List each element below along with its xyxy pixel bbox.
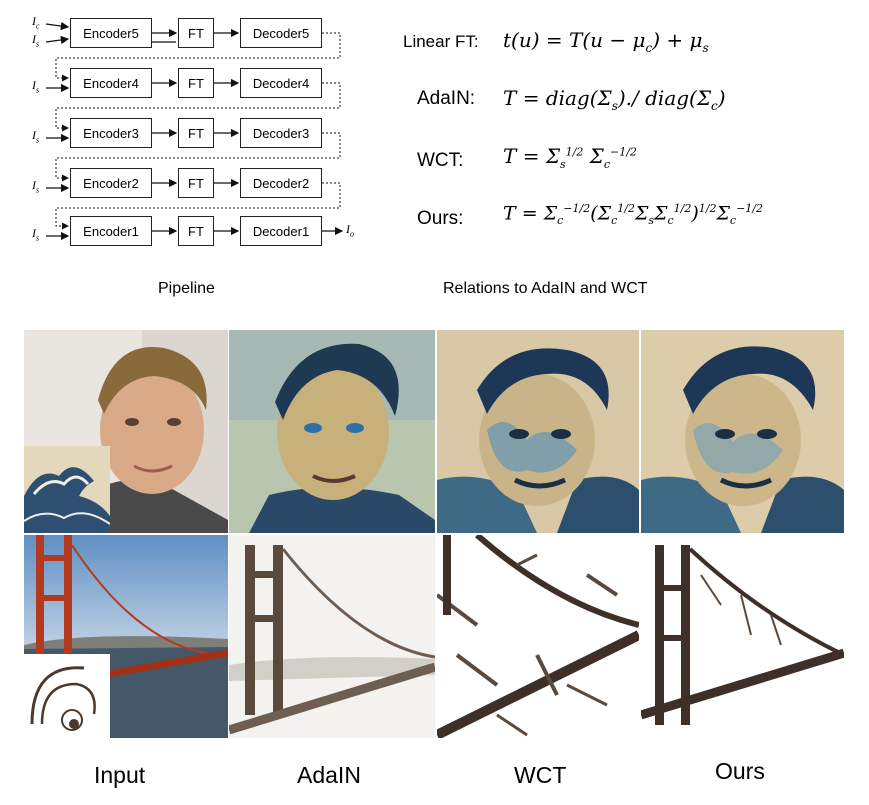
style-input-label: Is <box>32 226 40 243</box>
wct-portrait-result <box>437 330 639 533</box>
input-bridge-image <box>24 535 228 738</box>
encoder2-box: Encoder2 <box>70 168 152 198</box>
equations-panel: Linear FT: t(u) = T(u − μc) + μs AdaIN: … <box>395 18 865 268</box>
encoder5-box: Encoder5 <box>70 18 152 48</box>
ft5-box: FT <box>178 18 214 48</box>
col-label-wct: WCT <box>514 762 567 788</box>
linear-ft-label: Linear FT: <box>403 32 479 51</box>
ours-bridge-result <box>641 535 844 738</box>
decoder1-box: Decoder1 <box>240 216 322 246</box>
wct-bridge-result <box>437 535 639 738</box>
style-input-label: Is <box>32 32 40 49</box>
ours-label: Ours: <box>417 208 464 229</box>
encoder3-box: Encoder3 <box>70 118 152 148</box>
style-spiral-thumbnail <box>24 654 110 738</box>
content-input-label: Ic <box>32 14 40 31</box>
ours-equation: T = Σc−1/2(Σc1/2ΣsΣc1/2)1/2Σc−1/2 <box>503 202 763 228</box>
decoder4-box: Decoder4 <box>240 68 322 98</box>
ft1-box: FT <box>178 216 214 246</box>
pipeline-caption: Pipeline <box>158 280 215 297</box>
decoder5-box: Decoder5 <box>240 18 322 48</box>
output-label: Io <box>346 222 354 239</box>
adain-portrait-result <box>229 330 435 533</box>
pipeline-connectors <box>45 21 344 241</box>
ft3-box: FT <box>178 118 214 148</box>
encoder4-box: Encoder4 <box>70 68 152 98</box>
adain-equation: T = diag(Σs)./ diag(Σc) <box>503 86 726 113</box>
adain-bridge-result <box>229 535 435 738</box>
wct-label: WCT: <box>417 150 464 171</box>
col-label-ours: Ours <box>715 758 765 784</box>
ft4-box: FT <box>178 68 214 98</box>
ft2-box: FT <box>178 168 214 198</box>
decoder2-box: Decoder2 <box>240 168 322 198</box>
wct-equation: T = Σs1/2 Σc−1/2 <box>503 144 637 171</box>
ours-portrait-result <box>641 330 844 533</box>
linear-ft-equation: t(u) = T(u − μc) + μs <box>503 28 709 55</box>
adain-label: AdaIN: <box>417 88 476 109</box>
relations-caption: Relations to AdaIN and WCT <box>443 280 648 297</box>
col-label-input: Input <box>94 762 146 788</box>
pipeline-diagram: Ic Is Is Is Is Is Io Encoder5 FT Decoder… <box>0 0 380 260</box>
style-input-label: Is <box>32 128 40 145</box>
style-input-label: Is <box>32 178 40 195</box>
col-label-adain: AdaIN <box>297 762 361 788</box>
style-wave-thumbnail <box>24 446 110 533</box>
encoder1-box: Encoder1 <box>70 216 152 246</box>
decoder3-box: Decoder3 <box>240 118 322 148</box>
style-input-label: Is <box>32 78 40 95</box>
